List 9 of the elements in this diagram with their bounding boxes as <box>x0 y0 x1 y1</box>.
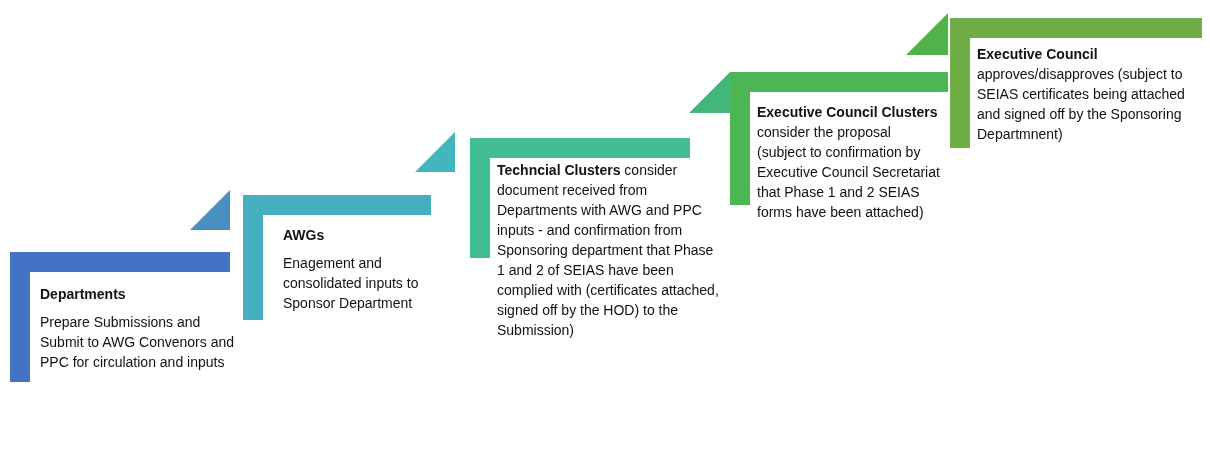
step-box <box>730 72 948 222</box>
step-description: Executive Council approves/disapproves (subject to SEIAS certificates being attached and signed off by the Sponsoring Departmnent) <box>977 45 1186 144</box>
step-heading: AWGs <box>283 226 326 245</box>
step-description: Prepare Submissions and Submit to AWG Convenors and PPC for circulation and inputs <box>40 313 235 372</box>
step-description: Techncial Clusters consider document received from Departments with AWG and PPC inputs - and confirmation from Sponsoring department that Phase 1 and 2 of SEIAS have been complied with (certificates attached, signed off by the HOD) to the Submission) <box>497 161 720 340</box>
step-box <box>10 252 235 382</box>
step-description: Executive Council Clusters consider the proposal (subject to confirmation by Executive Council Secretariat that Phase 1 and 2 SEIAS forms have been attached) <box>757 103 941 222</box>
step-heading: Departments <box>40 285 127 304</box>
step-description: Enagement and consolidated inputs to Sponsor Department <box>283 254 420 313</box>
